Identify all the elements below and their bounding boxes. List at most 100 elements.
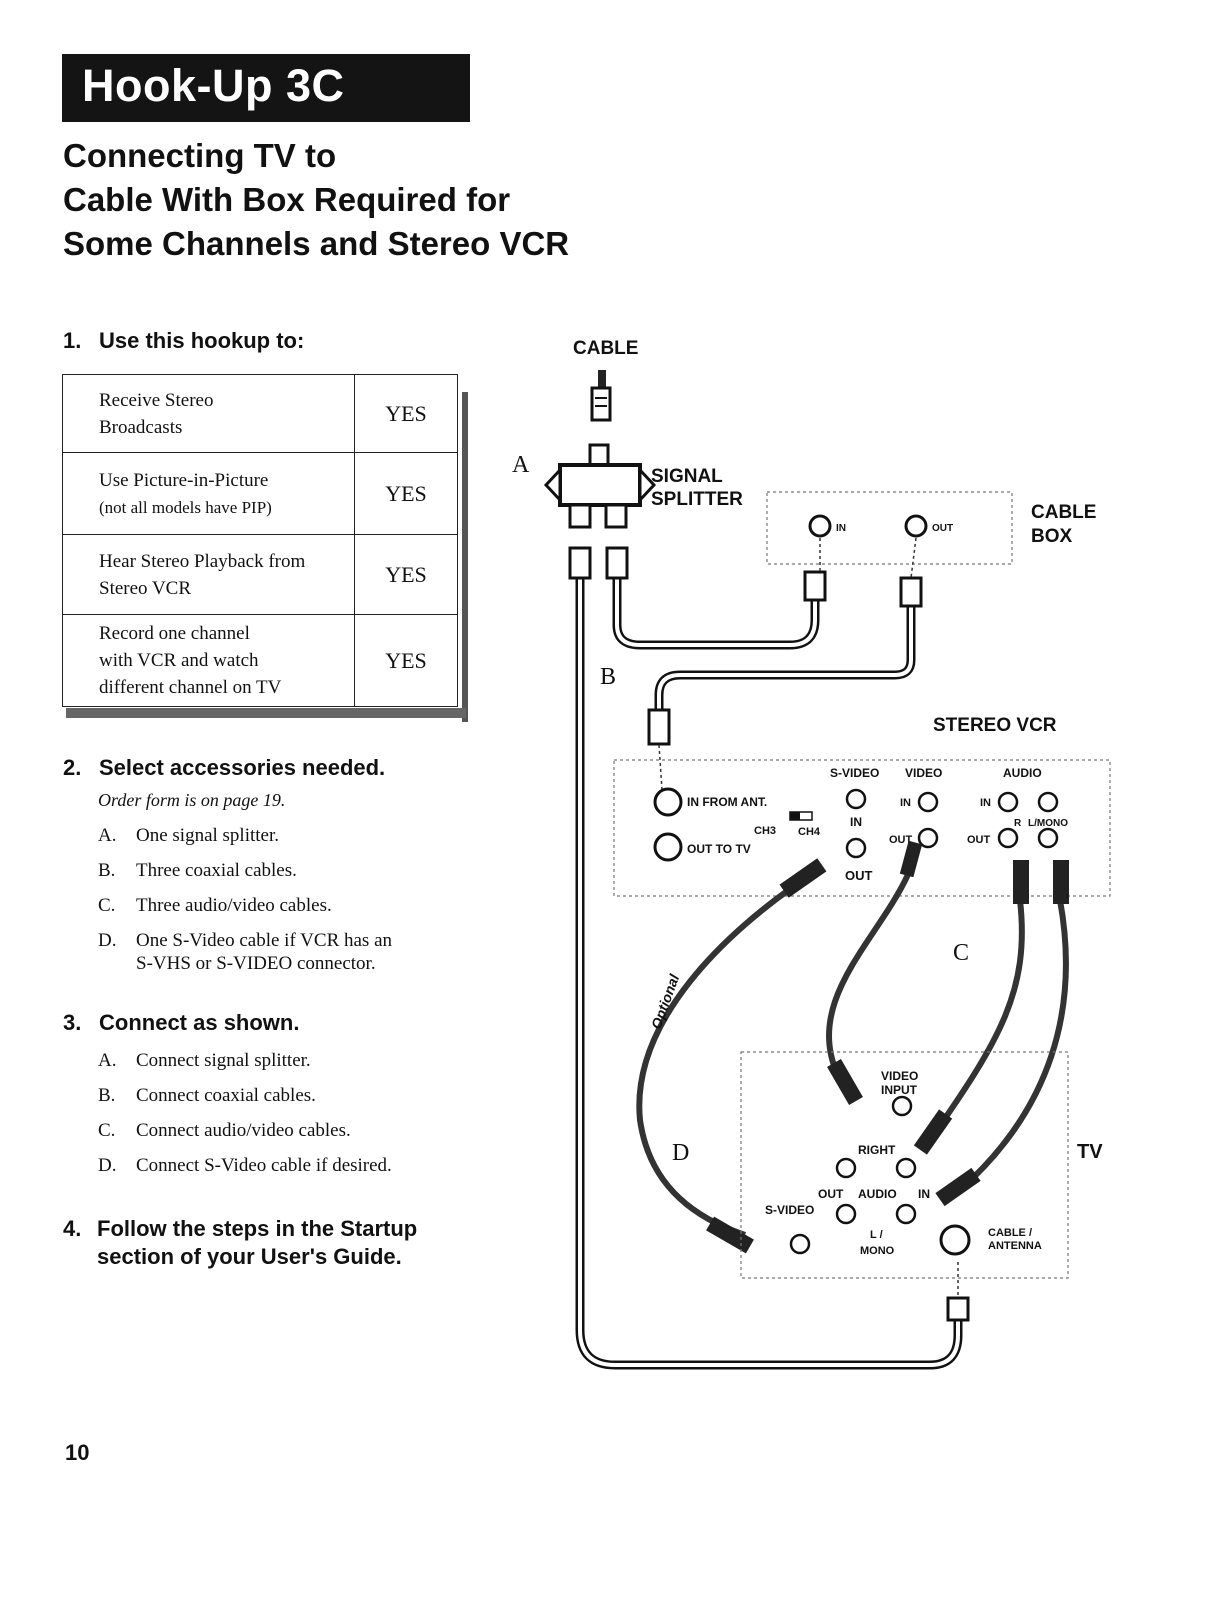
- item-text: Three coaxial cables.: [136, 860, 297, 881]
- answer-cell: YES: [354, 614, 458, 707]
- box-out-label: OUT: [932, 523, 953, 534]
- vcr-svideo-label: S-VIDEO: [830, 766, 879, 780]
- tv-video-input-jack: [891, 1095, 913, 1117]
- list-item: C.Connect audio/video cables.: [98, 1119, 392, 1142]
- vcr-audio-in-label: IN: [980, 797, 991, 809]
- cell-line: Hear Stereo Playback from: [99, 550, 306, 572]
- list-item: A.Connect signal splitter.: [98, 1049, 392, 1072]
- page-title: Connecting TV to Cable With Box Required…: [63, 134, 569, 266]
- vcr-lmono-label: L/MONO: [1028, 818, 1068, 829]
- item-key: B.: [98, 860, 116, 881]
- dashed-link: [910, 537, 917, 579]
- item-text: S-VHS or S-VIDEO connector.: [136, 953, 376, 974]
- step-4-heading: 4. Follow the steps in the Startup secti…: [63, 1215, 417, 1271]
- accessories-list: A.One signal splitter. B. Three coaxial c…: [98, 824, 392, 987]
- list-item: C. Three audio/video cables.: [98, 894, 392, 917]
- box-in-label: IN: [836, 523, 846, 534]
- coaxial-cable-highlight: [578, 575, 960, 1367]
- vcr-svideo-out-jack: [845, 837, 867, 859]
- item-text: Three audio/video cables.: [136, 895, 332, 916]
- tv-label: TV: [1077, 1141, 1103, 1163]
- vcr-audio-out-label: OUT: [967, 834, 991, 846]
- vcr-audio-in-r-jack: [997, 791, 1019, 813]
- step-number: 1.: [63, 328, 82, 353]
- coax-plugs: [568, 546, 970, 1322]
- list-item: D. Connect S-Video cable if desired.: [98, 1154, 392, 1177]
- item-key: D.: [98, 1155, 117, 1176]
- svideo-plug: [779, 858, 827, 898]
- step-3-heading: 3. Connect as shown.: [63, 1010, 299, 1036]
- vcr-ch4-label: CH4: [798, 826, 821, 838]
- table-row: Use Picture-in-Picture(not all models ha…: [62, 452, 458, 535]
- tv-audio-in-right-jack: [895, 1157, 917, 1179]
- tv-in-label: IN: [918, 1187, 930, 1201]
- table-cell: Use Picture-in-Picture(not all models ha…: [62, 452, 355, 535]
- box-in-jack: [808, 514, 832, 538]
- step-2-heading: 2.Select accessories needed.: [63, 755, 385, 781]
- hookup-banner: Hook-Up 3C: [62, 54, 470, 122]
- vcr-in-from-ant-label: IN FROM ANT.: [687, 795, 767, 809]
- table-shadow: [66, 708, 466, 718]
- step-heading-text: Use this hookup to:: [99, 328, 305, 353]
- item-key: B.: [98, 1085, 116, 1106]
- cable-label: CABLE: [573, 338, 638, 359]
- cell-line: Record one channel: [99, 623, 250, 644]
- tv-svideo-jack: [789, 1233, 811, 1255]
- banner-title: Hook-Up 3C: [82, 60, 345, 111]
- item-text: Connect S-Video cable if desired.: [136, 1155, 392, 1176]
- vcr-svideo-out-label: OUT: [845, 868, 873, 883]
- splitter-label: SIGNAL: [651, 466, 723, 487]
- dashed-link: [658, 744, 663, 791]
- item-key: C.: [98, 895, 116, 916]
- tv-svideo-label: S-VIDEO: [765, 1203, 814, 1217]
- splitter-label: SPLITTER: [651, 489, 743, 510]
- letter-d: D: [672, 1140, 689, 1166]
- vcr-video-out-label: OUT: [889, 834, 913, 846]
- vcr-svideo-in-label: IN: [850, 815, 862, 829]
- letter-a: A: [512, 452, 530, 478]
- tv-audio-out-right-jack: [835, 1157, 857, 1179]
- tv-audio-out-left-jack: [835, 1203, 857, 1225]
- vcr-in-from-ant-jack: [653, 787, 683, 817]
- list-item: A.One signal splitter.: [98, 824, 392, 847]
- tv-video-input-label: INPUT: [881, 1083, 918, 1097]
- title-line: Connecting TV to: [63, 137, 337, 174]
- vcr-video-out-jack: [917, 827, 939, 849]
- step-number: 4.: [63, 1216, 82, 1241]
- stereo-vcr-label: STEREO VCR: [933, 715, 1057, 736]
- signal-splitter: [543, 443, 657, 529]
- svideo-cable: [636, 879, 802, 1238]
- vcr-ch3-label: CH3: [754, 825, 776, 837]
- vcr-panel-outline: [613, 759, 1111, 897]
- title-line: Some Channels and Stereo VCR: [63, 225, 570, 262]
- letter-b: B: [600, 664, 616, 690]
- item-text: Connect audio/video cables.: [136, 1120, 351, 1141]
- table-shadow: [462, 392, 468, 722]
- item-key: A.: [98, 1050, 117, 1071]
- vcr-out-to-tv-label: OUT TO TV: [687, 842, 751, 856]
- item-text: One S-Video cable if VCR has an: [136, 930, 393, 951]
- order-form-note: Order form is on page 19.: [98, 790, 286, 810]
- svideo-plug: [706, 1216, 754, 1254]
- step-1-heading: 1. Use this hookup to:: [63, 328, 304, 354]
- cell-line: Use Picture-in-Picture: [99, 469, 269, 491]
- step-number: 3.: [63, 1010, 82, 1035]
- item-key: D.: [98, 930, 117, 951]
- cable-box-label: BOX: [1031, 526, 1073, 547]
- tv-cable-antenna-label: CABLE /: [988, 1227, 1032, 1239]
- tv-audio-in-left-jack: [895, 1203, 917, 1225]
- cable-input-connector: [590, 370, 612, 422]
- cell-line: with VCR and watch: [99, 650, 259, 671]
- vcr-video-in-label: IN: [900, 797, 911, 809]
- step-heading-text: Connect as shown.: [99, 1010, 300, 1035]
- step-heading-text: section of your User's Guide.: [97, 1244, 402, 1269]
- list-item: B. Three coaxial cables.: [98, 859, 392, 882]
- tv-cable-antenna-jack: [939, 1224, 971, 1256]
- cable-box-label: CABLE: [1031, 502, 1096, 523]
